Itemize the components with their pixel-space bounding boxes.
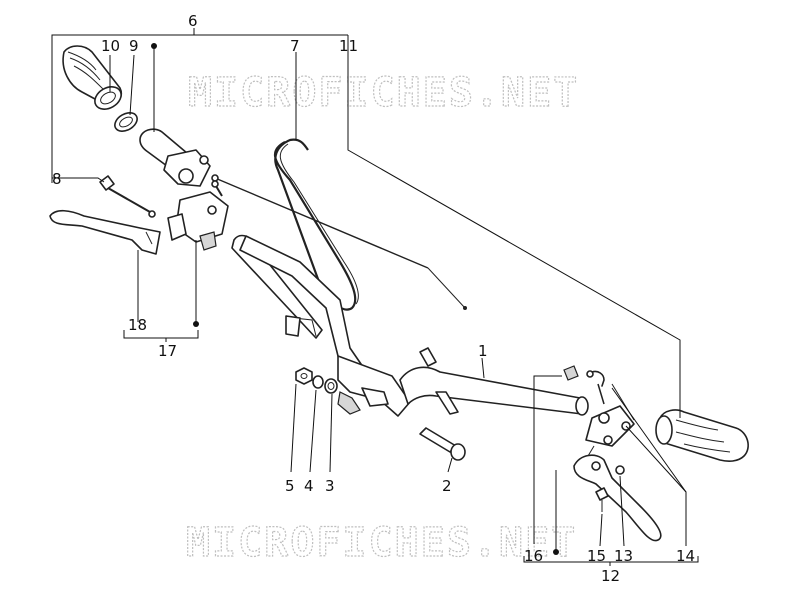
callout-7: 7 (290, 37, 300, 55)
washer-part-3 (324, 378, 338, 394)
screw-part-15 (595, 487, 609, 512)
callout-12: 12 (601, 567, 620, 585)
callout-13: 13 (614, 547, 633, 565)
washer-part-4 (312, 375, 324, 389)
callout-4: 4 (304, 477, 314, 495)
watermark-top: MICROFICHES.NET (188, 70, 579, 116)
callout-16: 16 (524, 547, 543, 565)
screw-part-8 (99, 175, 156, 218)
callout-6: 6 (188, 12, 198, 30)
right-grip-part-14 (655, 409, 749, 462)
callout-3: 3 (325, 477, 335, 495)
left-grip-part-10 (62, 45, 123, 110)
callout-15: 15 (587, 547, 606, 565)
right-lever-bracket (563, 365, 635, 447)
brake-cable (211, 174, 467, 310)
callout-1: 1 (478, 342, 488, 360)
callout-2: 2 (442, 477, 452, 495)
callout-5: 5 (285, 477, 295, 495)
left-lever-part-18 (49, 209, 161, 255)
callout-11: 11 (339, 37, 358, 55)
bolt-part-2 (419, 427, 466, 461)
callout-17: 17 (158, 342, 177, 360)
ring-part-9 (114, 112, 138, 132)
throttle-body (139, 128, 211, 187)
callout-14: 14 (676, 547, 695, 565)
callout-9: 9 (129, 37, 139, 55)
switch-housing (167, 180, 229, 251)
callout-18: 18 (128, 316, 147, 334)
callout-8: 8 (52, 170, 62, 188)
watermark-bottom: MICROFICHES.NET (186, 520, 577, 566)
right-lever-part-13 (573, 445, 662, 542)
nut-part-5 (295, 367, 313, 385)
handlebar-tube-part-1 (231, 234, 589, 417)
callout-10: 10 (101, 37, 120, 55)
bracket-6 (51, 34, 348, 183)
